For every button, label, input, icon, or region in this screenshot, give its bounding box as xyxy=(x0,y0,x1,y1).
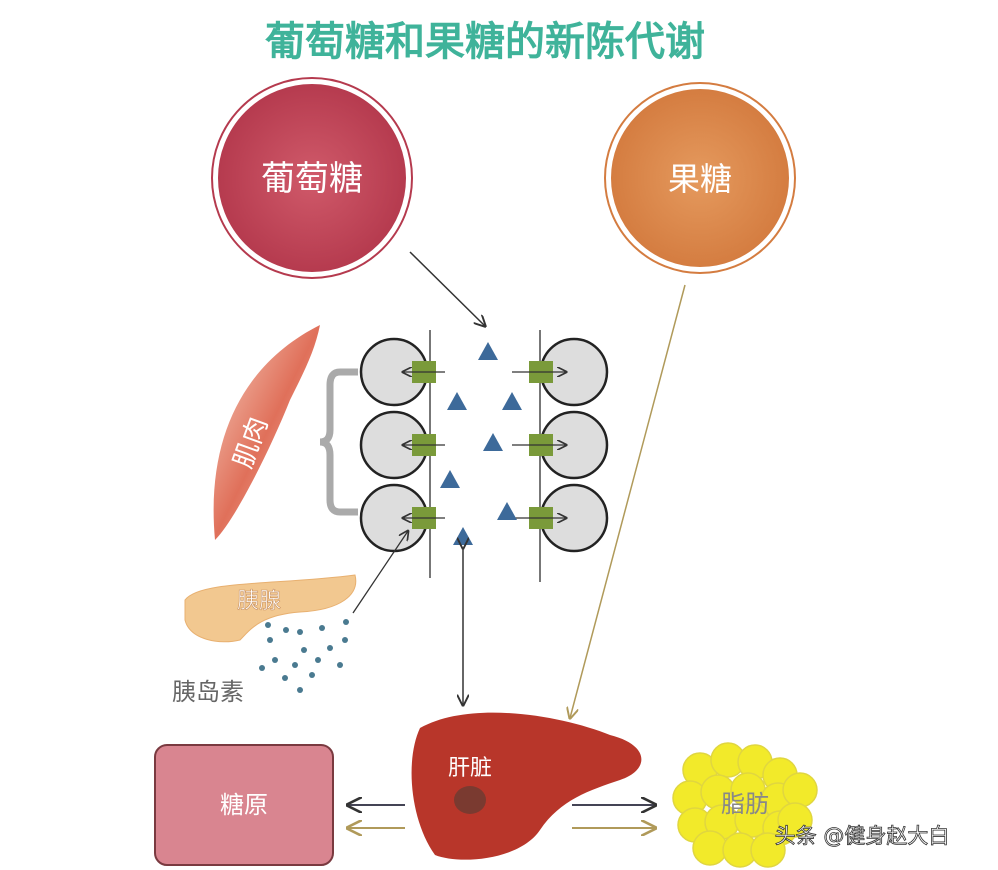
insulin-dot xyxy=(319,625,325,631)
insulin-dot xyxy=(272,657,278,663)
insulin-dot xyxy=(292,662,298,668)
glucose-triangle xyxy=(478,342,498,360)
watermark: 头条 @健身赵大白 xyxy=(775,824,950,848)
insulin-dots xyxy=(259,619,349,693)
insulin-arrow xyxy=(352,531,408,614)
fat-cell xyxy=(692,830,728,866)
fat-cell xyxy=(782,772,818,808)
liver-glycogen-arrows xyxy=(348,805,655,828)
insulin-dot xyxy=(283,627,289,633)
fructose-arrow xyxy=(570,284,686,718)
fructose-label: 果糖 xyxy=(668,160,732,198)
insulin-dot xyxy=(343,619,349,625)
insulin-dot xyxy=(297,629,303,635)
pancreas-image: 胰腺 xyxy=(184,574,357,643)
fat-cell xyxy=(777,802,813,838)
glucose-arrow xyxy=(409,251,485,326)
muscle-image: 肌肉 xyxy=(213,325,320,540)
liver-image: 肝脏 xyxy=(411,712,642,860)
glucose-triangle xyxy=(483,433,503,451)
insulin-dot xyxy=(282,675,288,681)
glucose-triangle xyxy=(497,502,517,520)
glycogen-label: 糖原 xyxy=(220,791,268,819)
insulin-dot xyxy=(265,622,271,628)
insulin-dot xyxy=(337,662,343,668)
insulin-dot xyxy=(327,645,333,651)
liver-label: 肝脏 xyxy=(448,756,492,781)
insulin-dot xyxy=(259,665,265,671)
glucose-triangle xyxy=(502,392,522,410)
insulin-label: 胰岛素 xyxy=(172,678,244,706)
insulin-dot xyxy=(301,647,307,653)
pancreas-label: 胰腺 xyxy=(237,589,281,614)
insulin-dot xyxy=(342,637,348,643)
bracket xyxy=(319,368,358,516)
insulin-dot xyxy=(297,687,303,693)
fat-label: 脂肪 xyxy=(721,790,769,818)
glucose-triangle xyxy=(440,470,460,488)
insulin-dot xyxy=(309,672,315,678)
muscle-cells xyxy=(359,337,609,553)
fructose-circle: 果糖 xyxy=(604,82,796,274)
diagram-title: 葡萄糖和果糖的新陈代谢 xyxy=(265,19,705,65)
glucose-circle: 葡萄糖 xyxy=(211,77,413,279)
glucose-molecules xyxy=(440,342,522,545)
glucose-label: 葡萄糖 xyxy=(261,159,363,199)
fat-cluster xyxy=(672,742,818,868)
glucose-triangle xyxy=(447,392,467,410)
insulin-dot xyxy=(315,657,321,663)
cell-membrane xyxy=(429,330,541,582)
glucose-triangle xyxy=(453,527,473,545)
fat-cell xyxy=(750,832,786,868)
glycogen-box: 糖原 xyxy=(154,744,334,866)
insulin-dot xyxy=(267,637,273,643)
